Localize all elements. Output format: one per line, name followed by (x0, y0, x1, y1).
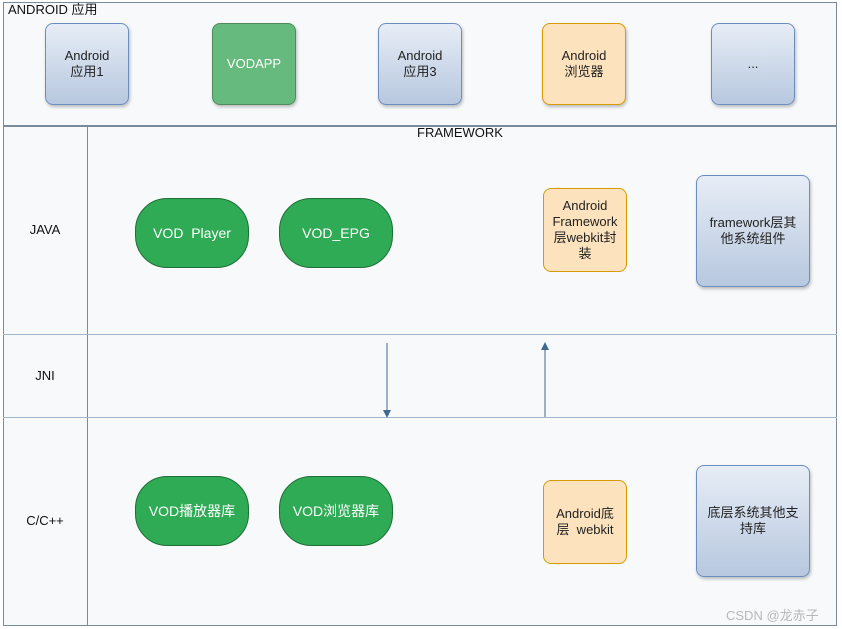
app-box-label-2: 浏览器 (564, 64, 604, 79)
layer-column-divider (87, 126, 88, 626)
layer-label-java: JAVA (29, 222, 61, 237)
framework-other-components-node: framework层其 他系统组件 (696, 175, 810, 287)
vod-epg-node: VOD_EPG (279, 198, 393, 268)
android-native-webkit-node: Android底 层 webkit (543, 480, 627, 564)
down-arrow-head (383, 410, 391, 418)
framework-title: FRAMEWORK (417, 125, 503, 140)
layer-label-jni: JNI (35, 368, 55, 383)
app-box-more: ... (711, 23, 795, 105)
vod-browser-lib-node: VOD浏览器库 (279, 476, 393, 546)
app-box-label-1: Android (397, 48, 443, 63)
node-label-1: Android (562, 198, 608, 213)
vod-player-node: VOD Player (135, 198, 249, 268)
node-label: VOD_EPG (302, 225, 370, 241)
node-label-1: Android底 (556, 506, 614, 521)
jni-native-divider (3, 417, 837, 418)
app-box-label: VODAPP (226, 56, 282, 71)
node-label-3: 层webkit封 (553, 230, 617, 245)
app-box-label-2: 应用3 (403, 64, 437, 79)
java-jni-divider (3, 334, 837, 335)
app-box-android-browser: Android 浏览器 (542, 23, 626, 105)
app-box-label-1: Android (561, 48, 607, 63)
webkit-wrapper-node: Android Framework 层webkit封 装 (543, 188, 627, 272)
app-box-label-2: 应用1 (70, 64, 104, 79)
layer-label-native: C/C++ (26, 513, 64, 528)
node-label-2: Framework (552, 214, 618, 229)
node-label: VOD Player (153, 225, 231, 241)
node-label-1: 底层系统其他支 (707, 505, 799, 520)
node-label-1: framework层其 (709, 215, 797, 230)
android-apps-title: ANDROID 应用 (8, 2, 98, 17)
app-box-label-1: Android (64, 48, 110, 63)
native-other-libs-node: 底层系统其他支 持库 (696, 465, 810, 577)
up-arrow-head (541, 342, 549, 350)
app-box-android-app3: Android 应用3 (378, 23, 462, 105)
app-box-android-app1: Android 应用1 (45, 23, 129, 105)
node-label: VOD播放器库 (148, 503, 236, 519)
node-label-2: 层 webkit (556, 522, 614, 537)
vod-player-lib-node: VOD播放器库 (135, 476, 249, 546)
node-label-4: 装 (578, 246, 592, 261)
node-label-2: 持库 (739, 521, 766, 536)
app-box-vodapp: VODAPP (212, 23, 296, 105)
app-box-label: ... (747, 56, 759, 71)
node-label-2: 他系统组件 (720, 231, 786, 246)
watermark: CSDN @龙赤子 (726, 608, 819, 623)
node-label: VOD浏览器库 (292, 503, 380, 519)
